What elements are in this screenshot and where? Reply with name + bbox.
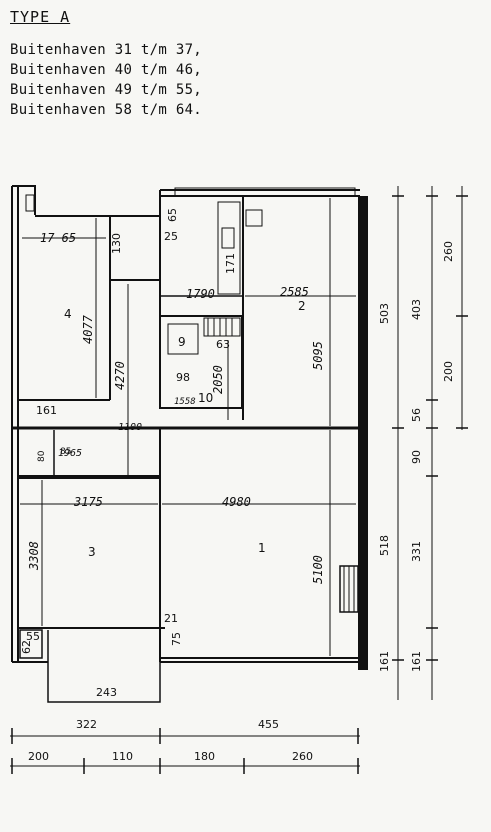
dim-right-331: 331	[410, 541, 423, 562]
bottom-ticks	[11, 728, 359, 774]
dim-right-403: 403	[410, 299, 423, 320]
room-1-label: 1	[258, 541, 266, 555]
stair-box	[203, 317, 241, 337]
wall-130-box	[110, 216, 161, 316]
room-2-label: 2	[298, 299, 306, 313]
dim-1965: 1965	[58, 448, 82, 459]
dim-98: 98	[176, 371, 190, 384]
plan-type-title: TYPE A	[10, 8, 71, 26]
wall-hall	[18, 475, 160, 479]
dim-75: 75	[170, 632, 183, 646]
radiator-lines	[343, 566, 355, 612]
right-ticks	[392, 195, 468, 661]
toilet-box	[167, 323, 199, 355]
dim-1765: 17 65	[40, 231, 76, 245]
dim-5100: 5100	[311, 555, 325, 584]
window-top	[174, 187, 356, 197]
wall-corner-box	[19, 629, 43, 659]
dim-3308: 3308	[27, 541, 41, 571]
address-line-3: Buitenhaven 49 t/m 55,	[10, 82, 203, 98]
dim-2050: 2050	[211, 365, 225, 394]
dim-4980: 4980	[222, 495, 251, 509]
dim-161: 161	[36, 404, 57, 417]
dim-bottom-322: 322	[76, 718, 97, 731]
dim-85: 85	[60, 447, 71, 457]
dim-62: 62	[20, 640, 33, 654]
balcony	[47, 630, 161, 703]
dim-4077: 4077	[81, 314, 95, 344]
wall-top-main	[35, 189, 360, 217]
kitchen-sink	[221, 227, 235, 249]
dim-right-90: 90	[410, 450, 423, 464]
dim-5095: 5095	[311, 341, 325, 370]
dim-65: 65	[166, 208, 179, 222]
kitchen-counter	[217, 201, 241, 295]
dim-bottom-200: 200	[28, 750, 49, 763]
address-line-2: Buitenhaven 40 t/m 46,	[10, 62, 203, 78]
dim-right-260: 260	[442, 241, 455, 262]
dim-1558: 1558	[174, 397, 196, 407]
dim-bottom-260: 260	[292, 750, 313, 763]
wall-bottom-left	[12, 627, 165, 663]
address-line-1: Buitenhaven 31 t/m 37,	[10, 42, 203, 58]
dim-21: 21	[164, 612, 178, 625]
dim-80: 80	[37, 450, 47, 462]
wall-bottom	[160, 657, 358, 663]
dim-4270: 4270	[113, 361, 127, 390]
wall-bath	[159, 315, 243, 409]
window-left-top	[25, 194, 35, 212]
kitchen-appliance	[245, 209, 263, 227]
room-9-label: 9	[178, 335, 186, 349]
dim-bottom-110: 110	[112, 750, 133, 763]
dim-right-200: 200	[442, 361, 455, 382]
dim-130: 130	[110, 233, 123, 254]
dim-1100: 1100	[118, 422, 142, 433]
dim-right-56: 56	[410, 408, 423, 422]
dim-2585: 2585	[280, 285, 309, 299]
wall-right	[358, 196, 368, 670]
dim-bottom-455: 455	[258, 718, 279, 731]
plan-header: TYPE A Buitenhaven 31 t/m 37, Buitenhave…	[10, 8, 202, 120]
dim-171: 171	[224, 253, 237, 274]
room-4-label: 4	[64, 307, 72, 321]
room-10-label: 10	[198, 391, 213, 405]
dim-right-161: 161	[378, 651, 391, 672]
dim-25: 25	[164, 230, 178, 243]
dim-right-161-b: 161	[410, 651, 423, 672]
dim-3175: 3175	[73, 495, 103, 509]
dim-55: 55	[26, 630, 40, 643]
address-line-4: Buitenhaven 58 t/m 64.	[10, 102, 203, 118]
wall-left-outer	[11, 186, 19, 662]
wall-top-left	[12, 185, 36, 215]
dim-243: 243	[96, 686, 117, 699]
dim-63: 63	[216, 338, 230, 351]
stair-treads	[207, 318, 233, 336]
dim-right-518: 518	[378, 535, 391, 556]
dim-1790: 1790	[186, 287, 215, 301]
dim-bottom-180: 180	[194, 750, 215, 763]
room-3-label: 3	[88, 545, 96, 559]
dim-right-503: 503	[378, 303, 391, 324]
